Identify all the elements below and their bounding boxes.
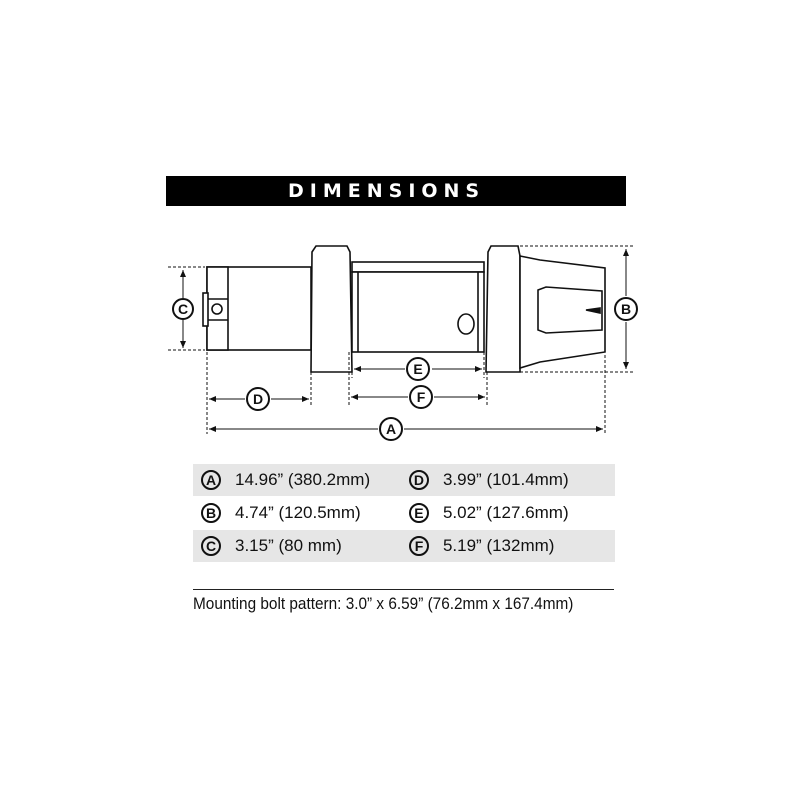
dimensions-table: A 14.96” (380.2mm) D 3.99” (101.4mm) B 4.74…	[193, 464, 615, 562]
label-c: C	[178, 301, 188, 317]
dimension-value: 5.19” (132mm)	[442, 536, 555, 555]
dimension-value: 5.02” (127.6mm)	[442, 503, 569, 522]
winch-drawing	[202, 245, 606, 373]
dimension-lines	[168, 245, 633, 434]
table-row: C 3.15” (80 mm) F 5.19” (132mm)	[193, 530, 615, 562]
key-badge: E	[408, 503, 429, 523]
key-badge: B	[201, 503, 221, 523]
right-housing	[485, 245, 521, 373]
label-f: F	[417, 389, 426, 405]
key-badge: C	[201, 536, 221, 556]
label-f-circle	[409, 385, 433, 409]
clutch-slot	[457, 313, 475, 335]
label-d-circle	[246, 387, 270, 411]
mounting-bolt-pattern: Mounting bolt pattern: 3.0” x 6.59” (76.…	[193, 595, 574, 613]
dimension-value: 4.74” (120.5mm)	[235, 503, 361, 522]
label-d: D	[253, 391, 263, 407]
label-b-circle	[614, 297, 638, 321]
table-row: A 14.96” (380.2mm) D 3.99” (101.4mm)	[193, 464, 615, 496]
motor-terminal	[211, 303, 223, 315]
dimensions-header: DIMENSIONS	[166, 176, 626, 206]
key-badge: A	[201, 470, 221, 490]
label-e: E	[413, 361, 422, 377]
divider	[193, 589, 614, 590]
tie-bar	[351, 261, 485, 273]
left-housing	[310, 245, 353, 373]
label-a-circle	[379, 417, 403, 441]
label-a: A	[386, 421, 396, 437]
key-badge: D	[408, 470, 429, 490]
label-c-circle	[172, 298, 194, 320]
drum	[351, 271, 485, 353]
dimension-value: 3.99” (101.4mm)	[442, 470, 569, 489]
dimension-value: 3.15” (80 mm)	[235, 536, 342, 555]
dimension-value: 14.96” (380.2mm)	[235, 470, 371, 489]
header-title: DIMENSIONS	[288, 180, 486, 202]
key-badge: F	[408, 536, 429, 556]
label-b: B	[621, 301, 631, 317]
table-row: B 4.74” (120.5mm) E 5.02” (127.6mm)	[193, 496, 615, 530]
gearbox	[519, 255, 606, 370]
label-e-circle	[406, 357, 430, 381]
